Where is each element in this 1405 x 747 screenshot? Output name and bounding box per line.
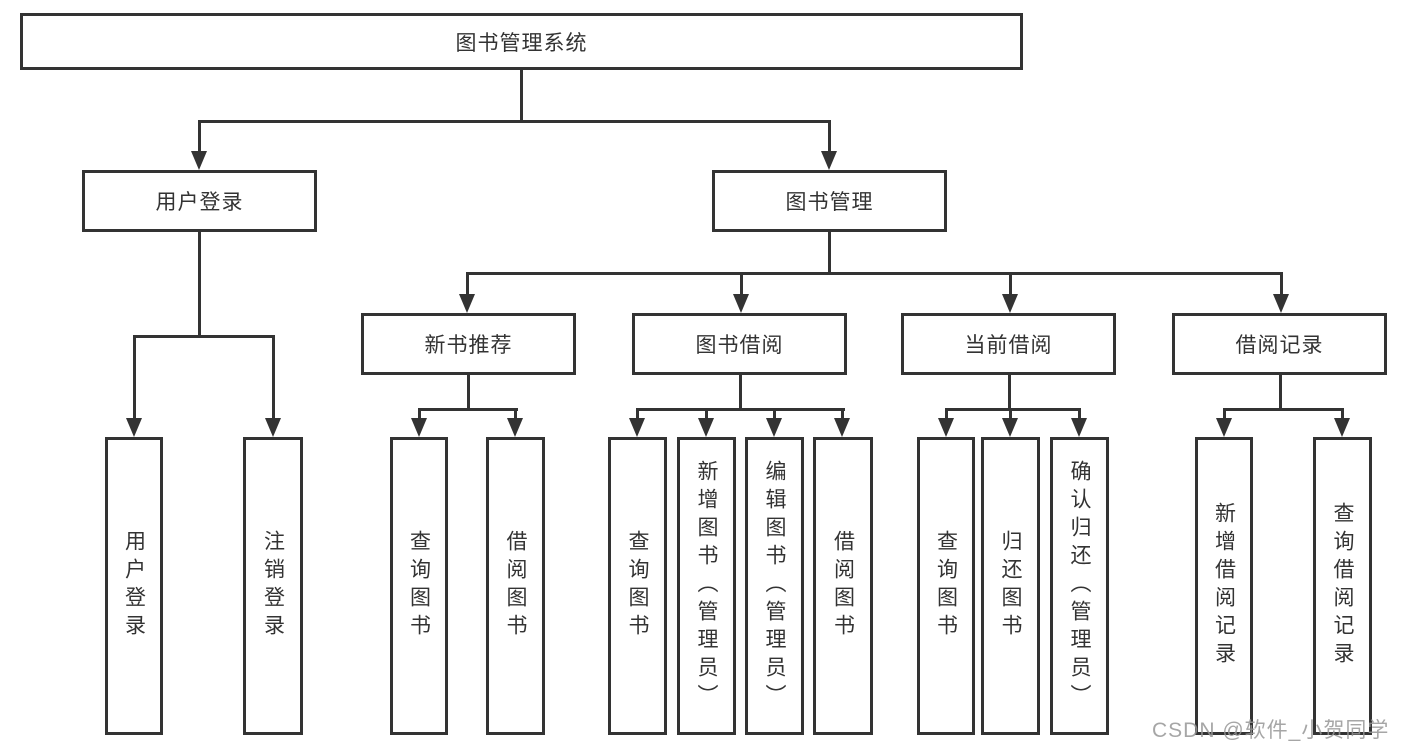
- arrow-down-icon: [265, 418, 281, 437]
- connector-line: [1223, 408, 1344, 411]
- connector-line: [466, 272, 469, 297]
- node-label: 用户登录: [122, 530, 146, 642]
- node-label: 图书借阅: [695, 334, 784, 357]
- leaf-borrow-books: 借阅图书: [813, 437, 873, 735]
- connector-line: [1279, 375, 1282, 408]
- connector-line: [1223, 408, 1226, 421]
- node-label: 新增图书（管理员）: [695, 460, 718, 712]
- leaf-add-books-admin: 新增图书（管理员）: [677, 437, 736, 735]
- connector-line: [740, 272, 743, 297]
- connector-line: [636, 408, 845, 411]
- leaf-query-borrow-record: 查询借阅记录: [1313, 437, 1372, 735]
- node-label: 用户登录: [155, 191, 244, 214]
- arrow-down-icon: [507, 418, 523, 437]
- connector-line: [133, 335, 136, 419]
- node-label: 查询借阅记录: [1331, 502, 1354, 670]
- arrow-down-icon: [411, 418, 427, 437]
- connector-line: [272, 335, 275, 419]
- connector-line: [1280, 272, 1283, 297]
- node-label: 图书管理系统: [455, 31, 588, 55]
- connector-line: [1009, 272, 1012, 297]
- arrow-down-icon: [1273, 294, 1289, 313]
- leaf-recommend-query-books: 查询图书: [390, 437, 448, 735]
- connector-line: [705, 408, 708, 421]
- node-borrowing-records: 借阅记录: [1172, 313, 1387, 375]
- node-label: 借阅图书: [831, 530, 855, 642]
- connector-line: [467, 375, 470, 408]
- node-book-borrowing: 图书借阅: [632, 313, 847, 375]
- arrow-down-icon: [1071, 418, 1087, 437]
- leaf-current-query-books: 查询图书: [917, 437, 975, 735]
- connector-line: [828, 120, 831, 154]
- connector-line: [945, 408, 1081, 411]
- arrow-down-icon: [733, 294, 749, 313]
- connector-line: [198, 120, 831, 123]
- connector-line: [466, 272, 1283, 275]
- node-current-borrowing: 当前借阅: [901, 313, 1116, 375]
- node-book-management: 图书管理: [712, 170, 947, 232]
- leaf-edit-books-admin: 编辑图书（管理员）: [745, 437, 804, 735]
- node-label: 查询图书: [934, 530, 958, 642]
- leaf-recommend-borrow-books: 借阅图书: [486, 437, 545, 735]
- connector-line: [1341, 408, 1344, 421]
- leaf-return-books: 归还图书: [981, 437, 1040, 735]
- connector-line: [520, 70, 523, 120]
- arrow-down-icon: [126, 418, 142, 437]
- leaf-user-login: 用户登录: [105, 437, 163, 735]
- arrow-down-icon: [1002, 418, 1018, 437]
- connector-line: [739, 375, 742, 408]
- node-label: 编辑图书（管理员）: [763, 460, 786, 712]
- node-label: 借阅记录: [1235, 334, 1324, 357]
- node-label: 图书管理: [785, 191, 874, 214]
- arrow-down-icon: [938, 418, 954, 437]
- node-label: 注销登录: [261, 530, 285, 642]
- node-label: 归还图书: [999, 530, 1022, 642]
- leaf-add-borrow-record: 新增借阅记录: [1195, 437, 1253, 735]
- connector-line: [133, 335, 275, 338]
- node-label: 查询图书: [407, 530, 431, 642]
- connector-line: [418, 408, 421, 421]
- arrow-down-icon: [1334, 418, 1350, 437]
- arrow-down-icon: [698, 418, 714, 437]
- connector-line: [1009, 408, 1012, 421]
- arrow-down-icon: [766, 418, 782, 437]
- connector-line: [945, 408, 948, 421]
- leaf-borrow-query-books: 查询图书: [608, 437, 667, 735]
- arrow-down-icon: [191, 151, 207, 170]
- node-label: 查询图书: [626, 530, 649, 642]
- node-user-login: 用户登录: [82, 170, 317, 232]
- connector-line: [636, 408, 639, 421]
- connector-line: [1008, 375, 1011, 408]
- connector-line: [198, 232, 201, 335]
- node-library-management-system: 图书管理系统: [20, 13, 1023, 70]
- node-new-book-recommendation: 新书推荐: [361, 313, 576, 375]
- arrow-down-icon: [459, 294, 475, 313]
- node-label: 借阅图书: [504, 530, 527, 642]
- connector-line: [828, 232, 831, 272]
- node-label: 新增借阅记录: [1212, 502, 1236, 670]
- csdn-watermark: CSDN @软件_小贺同学: [1152, 719, 1390, 742]
- arrow-down-icon: [821, 151, 837, 170]
- connector-line: [418, 408, 518, 411]
- arrow-down-icon: [1216, 418, 1232, 437]
- arrow-down-icon: [629, 418, 645, 437]
- connector-line: [773, 408, 776, 421]
- leaf-logout: 注销登录: [243, 437, 303, 735]
- connector-line: [841, 408, 844, 421]
- connector-line: [1078, 408, 1081, 421]
- leaf-confirm-return-admin: 确认归还（管理员）: [1050, 437, 1109, 735]
- arrow-down-icon: [1002, 294, 1018, 313]
- connector-line: [198, 120, 201, 154]
- node-label: 确认归还（管理员）: [1068, 460, 1091, 712]
- connector-line: [514, 408, 517, 421]
- arrow-down-icon: [834, 418, 850, 437]
- node-label: 新书推荐: [424, 334, 513, 357]
- node-label: 当前借阅: [964, 334, 1053, 357]
